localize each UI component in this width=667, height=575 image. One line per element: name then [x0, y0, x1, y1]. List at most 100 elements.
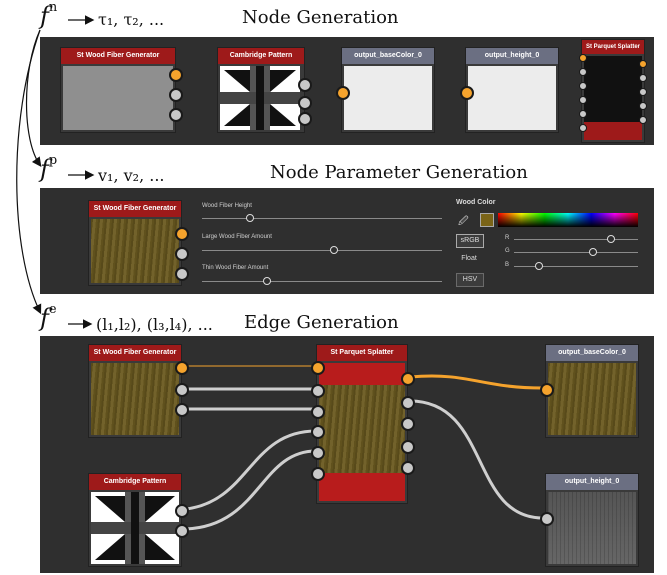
- input-port[interactable]: [336, 86, 350, 100]
- node-parameter-panel: St Wood Fiber Generator Wood Fiber Heigh…: [40, 188, 654, 294]
- input-port[interactable]: [311, 405, 325, 419]
- input-port[interactable]: [579, 54, 587, 62]
- output-port[interactable]: [298, 78, 312, 92]
- output-port[interactable]: [401, 372, 415, 386]
- node-title: output_height_0: [546, 474, 638, 490]
- fp-output-text: v₁, v₂, ...: [98, 166, 165, 185]
- output-basecolor-node[interactable]: output_baseColor_0: [336, 47, 435, 133]
- input-port[interactable]: [311, 425, 325, 439]
- output-port[interactable]: [175, 247, 189, 261]
- slider-knob[interactable]: [534, 262, 543, 270]
- output-height-node[interactable]: output_height_0: [540, 473, 639, 567]
- output-height-node[interactable]: output_height_0: [460, 47, 559, 133]
- input-port[interactable]: [540, 383, 554, 397]
- f-e-symbol: fe: [40, 302, 57, 332]
- node-preview: [63, 66, 173, 130]
- slider-knob[interactable]: [606, 235, 615, 243]
- pattern-preview: [91, 492, 179, 564]
- hsv-button[interactable]: HSV: [456, 273, 484, 287]
- node-title: Cambridge Pattern: [218, 48, 304, 64]
- slider-knob[interactable]: [589, 248, 598, 256]
- r-label: R: [505, 235, 510, 241]
- output-port[interactable]: [169, 88, 183, 102]
- color-swatch[interactable]: [480, 213, 494, 227]
- f-p-symbol: fp: [40, 153, 58, 183]
- input-port[interactable]: [540, 512, 554, 526]
- slider-knob[interactable]: [262, 277, 271, 285]
- wood-fiber-generator-node[interactable]: St Wood Fiber Generator: [60, 47, 183, 133]
- input-port[interactable]: [579, 124, 587, 132]
- output-port[interactable]: [639, 116, 647, 124]
- parquet-splatter-node[interactable]: St Parquet Splatter: [311, 344, 415, 504]
- node-footer: [319, 473, 405, 501]
- b-slider[interactable]: [514, 266, 638, 267]
- output-port[interactable]: [175, 524, 189, 538]
- input-port[interactable]: [311, 467, 325, 481]
- output-port[interactable]: [401, 461, 415, 475]
- edge: [185, 449, 317, 531]
- input-port[interactable]: [579, 68, 587, 76]
- wood-fiber-generator-node[interactable]: St Wood Fiber Generator: [88, 344, 189, 438]
- output-basecolor-node[interactable]: output_baseColor_0: [540, 344, 639, 438]
- fe-output-text: (l₁,l₂), (l₃,l₄), ...: [96, 315, 213, 334]
- output-port[interactable]: [175, 504, 189, 518]
- input-port[interactable]: [311, 446, 325, 460]
- node-title: St Wood Fiber Generator: [89, 345, 181, 361]
- edges: [185, 365, 544, 531]
- output-port[interactable]: [175, 383, 189, 397]
- output-port[interactable]: [175, 403, 189, 417]
- output-port[interactable]: [639, 88, 647, 96]
- input-port[interactable]: [579, 82, 587, 90]
- output-port[interactable]: [401, 417, 415, 431]
- input-port[interactable]: [579, 96, 587, 104]
- node-title: St Parquet Splatter: [317, 345, 407, 361]
- input-port[interactable]: [311, 361, 325, 375]
- arrow-to-fe: [16, 29, 42, 315]
- edge: [185, 429, 317, 511]
- node-title: output_height_0: [466, 48, 558, 64]
- node-generation-panel: St Wood Fiber Generator Cambridge Patter…: [40, 37, 654, 145]
- large-wood-fiber-amount-slider[interactable]: [202, 250, 442, 251]
- input-port[interactable]: [460, 86, 474, 100]
- parquet-splatter-node[interactable]: St Parquet Splatter: [579, 39, 647, 143]
- output-port[interactable]: [175, 267, 189, 281]
- edge-generation-panel: St Wood Fiber Generator Cambridge Patter…: [40, 336, 654, 573]
- cambridge-pattern-node[interactable]: Cambridge Pattern: [88, 473, 189, 567]
- cambridge-pattern-node[interactable]: Cambridge Pattern: [217, 47, 312, 133]
- output-port[interactable]: [169, 108, 183, 122]
- output-port[interactable]: [639, 60, 647, 68]
- eyedropper-icon[interactable]: 🖉: [458, 216, 469, 227]
- output-port[interactable]: [169, 68, 183, 82]
- node-generation-title: Node Generation: [242, 7, 399, 28]
- wood-fiber-generator-node[interactable]: St Wood Fiber Generator: [88, 200, 189, 286]
- f-n-symbol: fn: [40, 0, 58, 30]
- wood-preview: [91, 363, 179, 435]
- g-slider[interactable]: [514, 252, 638, 253]
- edge-generation-title: Edge Generation: [244, 312, 399, 333]
- node-title: St Parquet Splatter: [582, 40, 644, 54]
- r-slider[interactable]: [514, 239, 638, 240]
- output-port[interactable]: [401, 396, 415, 410]
- node-band: [319, 363, 405, 385]
- output-port[interactable]: [298, 112, 312, 126]
- float-button[interactable]: Float: [461, 255, 477, 262]
- output-port[interactable]: [298, 96, 312, 110]
- wood-fiber-height-slider[interactable]: [202, 218, 442, 219]
- node-preview: [584, 56, 642, 122]
- thin-wood-fiber-amount-label: Thin Wood Fiber Amount: [202, 265, 269, 271]
- node-title: St Wood Fiber Generator: [61, 48, 175, 64]
- input-port[interactable]: [579, 110, 587, 118]
- output-port[interactable]: [639, 74, 647, 82]
- output-port[interactable]: [175, 361, 189, 375]
- node-footer: [584, 122, 642, 140]
- slider-knob[interactable]: [246, 214, 254, 222]
- output-port[interactable]: [401, 440, 415, 454]
- output-port[interactable]: [639, 102, 647, 110]
- slider-knob[interactable]: [330, 246, 338, 254]
- output-port[interactable]: [175, 227, 189, 241]
- input-port[interactable]: [311, 384, 325, 398]
- thin-wood-fiber-amount-slider[interactable]: [202, 281, 442, 282]
- srgb-button[interactable]: sRGB: [456, 234, 484, 248]
- hue-spectrum[interactable]: [498, 213, 638, 227]
